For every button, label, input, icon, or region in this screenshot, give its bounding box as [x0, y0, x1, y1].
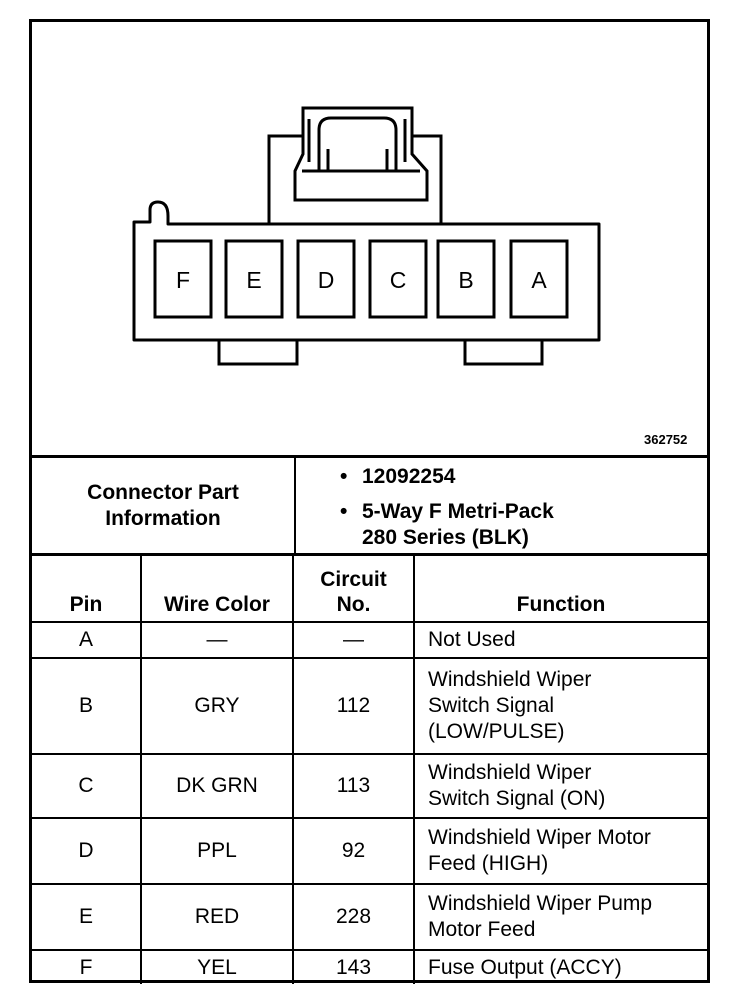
pin-cavity-B: B	[436, 239, 496, 319]
wire-color-cell: GRY	[140, 657, 294, 755]
part-number: 12092254	[362, 465, 456, 488]
pin-label-e: E	[246, 267, 261, 293]
connector-diagram: F E D C B A 362752	[32, 22, 707, 455]
function-line: Windshield Wiper Motor	[428, 826, 651, 849]
circuit-cell: —	[292, 621, 415, 659]
connector-info-details: • 12092254 • 5-Way F Metri-Pack 280 Seri…	[296, 458, 707, 553]
function-line: Fuse Output (ACCY)	[428, 955, 622, 979]
function-cell: Windshield Wiper Motor Feed (HIGH)	[413, 817, 707, 885]
function-cell: Windshield Wiper Switch Signal (ON)	[413, 753, 707, 819]
connector-info-label-line1: Connector Part	[87, 480, 239, 504]
function-line: Windshield Wiper	[428, 668, 592, 691]
wire-color-cell: PPL	[140, 817, 294, 885]
pin-cavity-C: C	[368, 239, 428, 319]
function-line: Windshield Wiper	[428, 761, 592, 784]
function-line: Windshield Wiper Pump	[428, 892, 653, 915]
circuit-cell: 228	[292, 883, 415, 951]
table-row: A — — Not Used	[32, 621, 707, 659]
latch-loop	[317, 116, 398, 171]
function-line: Switch Signal (ON)	[428, 787, 606, 810]
description-line1: 5-Way F Metri-Pack	[362, 500, 554, 523]
pin-cell: D	[32, 817, 142, 885]
wire-color-cell: RED	[140, 883, 294, 951]
pin-cell: B	[32, 657, 142, 755]
connector-sheet: F E D C B A 362752	[29, 19, 710, 984]
table-row: D PPL 92 Windshield Wiper Motor Feed (HI…	[32, 817, 707, 885]
header-circuit-no: Circuit No.	[292, 556, 415, 623]
bullet-icon: •	[340, 500, 348, 523]
header-function: Function	[413, 556, 707, 623]
pin-table: Pin Wire Color Circuit No. Function A — …	[32, 556, 707, 984]
latch-tab	[293, 106, 429, 202]
pin-label-c: C	[390, 267, 407, 293]
circuit-cell: 92	[292, 817, 415, 885]
description-line2: 280 Series (BLK)	[362, 526, 529, 549]
pin-cavity-A: A	[509, 239, 569, 319]
header-circuit-line1: Circuit	[320, 568, 387, 591]
pin-label-d: D	[318, 267, 335, 293]
connector-part-info: Connector Part Information • 12092254 • …	[32, 455, 707, 556]
connector-drawing: F E D C B A	[132, 106, 601, 366]
table-row: B GRY 112 Windshield Wiper Switch Signal…	[32, 657, 707, 755]
pin-cavity-E: E	[224, 239, 284, 319]
function-line: Feed (HIGH)	[428, 852, 549, 875]
header-circuit-line2: No.	[336, 593, 371, 616]
table-row: C DK GRN 113 Windshield Wiper Switch Sig…	[32, 753, 707, 819]
pin-cavity-F: F	[153, 239, 213, 319]
bullet-icon: •	[340, 465, 348, 488]
circuit-cell: 143	[292, 949, 415, 984]
pin-cavity-D: D	[296, 239, 356, 319]
pin-label-b: B	[458, 267, 473, 293]
function-line: Not Used	[428, 628, 516, 651]
circuit-cell: 112	[292, 657, 415, 755]
function-line: Motor Feed	[428, 918, 536, 941]
wire-color-cell: DK GRN	[140, 753, 294, 819]
header-wire-color: Wire Color	[140, 556, 294, 623]
connector-info-label: Connector Part Information	[32, 458, 296, 553]
wire-color-cell: —	[140, 621, 294, 659]
pin-cell: A	[32, 621, 142, 659]
circuit-cell: 113	[292, 753, 415, 819]
pin-label-a: A	[531, 267, 547, 293]
table-row: F YEL 143 Fuse Output (ACCY)	[32, 949, 707, 984]
pin-label-f: F	[176, 267, 190, 293]
function-line: (LOW/PULSE)	[428, 720, 565, 743]
pin-cell: E	[32, 883, 142, 951]
function-cell: Fuse Output (ACCY)	[413, 949, 707, 984]
wire-color-cell: YEL	[140, 949, 294, 984]
header-pin: Pin	[32, 556, 142, 623]
figure-id: 362752	[644, 432, 688, 447]
function-line: Switch Signal	[428, 694, 555, 717]
pin-table-header: Pin Wire Color Circuit No. Function	[32, 556, 707, 623]
pin-cell: F	[32, 949, 142, 984]
table-row: E RED 228 Windshield Wiper Pump Motor Fe…	[32, 883, 707, 951]
function-cell: Not Used	[413, 621, 707, 659]
connector-info-label-line2: Information	[105, 506, 221, 530]
function-cell: Windshield Wiper Pump Motor Feed	[413, 883, 707, 951]
function-cell: Windshield Wiper Switch Signal (LOW/PULS…	[413, 657, 707, 755]
pin-cell: C	[32, 753, 142, 819]
